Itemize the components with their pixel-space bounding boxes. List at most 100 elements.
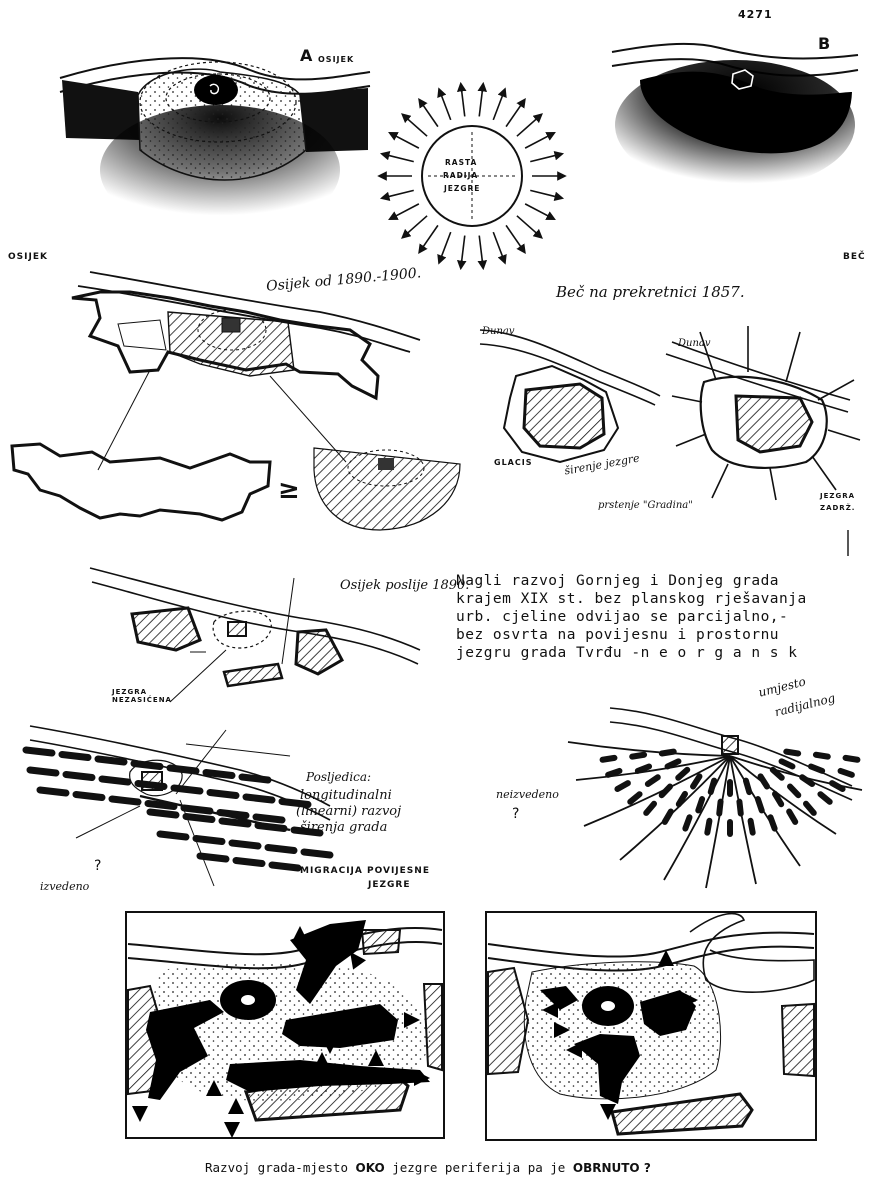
panel-b-letter: B bbox=[818, 34, 830, 53]
note-left: izvedeno bbox=[40, 880, 89, 893]
radial-arrow bbox=[525, 204, 552, 218]
radial-arrow bbox=[392, 204, 419, 218]
radial-block bbox=[806, 804, 814, 813]
panel-b-sketch bbox=[612, 44, 858, 190]
circle-line-3: JEZGRE bbox=[444, 184, 480, 193]
paragraph-line-1: Nagli razvoj Gornjeg i Donjeg grada bbox=[456, 572, 876, 590]
linear-block bbox=[186, 817, 212, 820]
bec-river-2: Dunav bbox=[678, 338, 711, 349]
radial-arrow bbox=[525, 134, 552, 148]
radial-arrow bbox=[461, 236, 465, 266]
radial-block bbox=[630, 794, 639, 802]
note-mid: neizvedeno bbox=[496, 788, 559, 801]
bec-1857-sketch bbox=[480, 326, 860, 556]
bottom-caption: Razvoj grada-mjesto OKO jezgre periferij… bbox=[205, 1160, 651, 1175]
caption-part-2: jezgre periferija bbox=[392, 1160, 520, 1175]
paragraph-line-4: bez osvrta na povijesnu i prostornu bbox=[456, 626, 876, 644]
caption-part-3: pa je bbox=[528, 1160, 566, 1175]
radial-arrow bbox=[517, 116, 539, 136]
linear-block bbox=[196, 839, 222, 842]
radial-block bbox=[786, 752, 798, 754]
radial-arrow bbox=[392, 134, 419, 148]
linear-block bbox=[98, 759, 124, 762]
radial-arrow bbox=[440, 92, 451, 120]
panel-a-city: OSIJEK bbox=[318, 55, 354, 64]
radial-arrow bbox=[517, 216, 539, 236]
radial-block bbox=[841, 771, 852, 775]
bec-ring-note-2: prstenje "Gradina" bbox=[598, 500, 693, 511]
radial-block bbox=[782, 761, 793, 766]
caption-oko: OKO bbox=[356, 1161, 385, 1175]
radial-arrow bbox=[530, 190, 559, 197]
radial-arrow bbox=[405, 216, 427, 236]
linear-block bbox=[236, 861, 262, 864]
radial-arrow bbox=[506, 225, 523, 250]
radial-block bbox=[608, 771, 619, 775]
posljedica-heading: Posljedica: bbox=[306, 770, 371, 784]
radial-block bbox=[685, 817, 689, 828]
linear-block bbox=[170, 768, 196, 771]
linear-block bbox=[246, 797, 272, 800]
bec-river-1: Dunav bbox=[482, 326, 515, 337]
radial-road bbox=[664, 756, 730, 880]
linear-block bbox=[66, 775, 92, 778]
radial-arrow bbox=[385, 154, 414, 161]
radial-block bbox=[693, 776, 699, 786]
bec-1857-title: Beč na prekretnici 1857. bbox=[556, 283, 745, 301]
linear-block bbox=[112, 799, 138, 802]
radial-block bbox=[811, 766, 822, 770]
question-mark-left: ? bbox=[94, 858, 101, 874]
radial-arrow bbox=[461, 87, 465, 117]
linear-block bbox=[160, 834, 186, 837]
osijek-later-note: JEZGRA NEZASIĆENA bbox=[112, 688, 178, 704]
panel-a-letter: A bbox=[300, 46, 312, 65]
migracija-line-1: MIGRACIJA POVIJESNE bbox=[300, 866, 430, 876]
radial-block bbox=[790, 787, 798, 796]
radial-block bbox=[846, 758, 858, 760]
radial-block bbox=[617, 783, 627, 789]
flow-arrow bbox=[132, 1106, 148, 1122]
flow-arrow bbox=[228, 1098, 244, 1114]
osijek-1890-sketch: ≥ bbox=[12, 272, 460, 530]
radial-block bbox=[820, 794, 829, 802]
right-city-label: BEČ bbox=[843, 252, 866, 262]
paragraph-line-2: krajem XIX st. bez planskog rješavanja bbox=[456, 590, 876, 608]
radial-development-sketch bbox=[568, 708, 862, 888]
left-city-label: OSIJEK bbox=[8, 252, 48, 262]
linear-block bbox=[40, 790, 66, 793]
linear-block bbox=[256, 817, 282, 820]
osijek-later-title: Osijek poslije 1890. bbox=[340, 578, 469, 593]
radial-arrow bbox=[421, 225, 438, 250]
radial-block bbox=[816, 755, 828, 757]
frame-right-sketch bbox=[486, 912, 816, 1140]
radial-arrow bbox=[479, 236, 483, 266]
linear-block bbox=[206, 773, 232, 776]
bec-jezgra-label-2: ZADRŽ. bbox=[820, 504, 855, 512]
linear-block bbox=[242, 777, 268, 780]
paragraph-line-5: jezgru grada Tvrđu -n e o r g a n s k bbox=[456, 644, 876, 662]
linear-block bbox=[272, 865, 298, 868]
linear-block bbox=[232, 843, 258, 846]
radial-arrow bbox=[530, 154, 559, 161]
radial-block bbox=[751, 821, 753, 833]
paragraph-line-3: urb. cjeline odvijao se parcijalno,- bbox=[456, 608, 876, 626]
radial-block bbox=[648, 777, 658, 784]
linear-block bbox=[30, 770, 56, 773]
flow-arrow bbox=[224, 1122, 240, 1138]
radial-arrow bbox=[493, 232, 504, 260]
linear-block bbox=[200, 856, 226, 859]
radial-arrow bbox=[421, 102, 438, 127]
radial-block bbox=[698, 799, 702, 810]
linear-block bbox=[102, 779, 128, 782]
circle-line-1: RASTA bbox=[445, 158, 477, 167]
radial-block bbox=[632, 755, 644, 757]
posljedica-line-1: longitudinalni bbox=[300, 788, 392, 803]
linear-block bbox=[150, 812, 176, 815]
linear-block bbox=[26, 750, 52, 753]
radial-block bbox=[603, 758, 615, 760]
frame-left-sketch bbox=[126, 912, 444, 1138]
bec-jezgra-label: JEZGRA bbox=[820, 492, 855, 500]
radial-block bbox=[678, 770, 687, 778]
radial-block bbox=[789, 812, 795, 822]
posljedica-line-3: širenja grada bbox=[300, 820, 387, 835]
